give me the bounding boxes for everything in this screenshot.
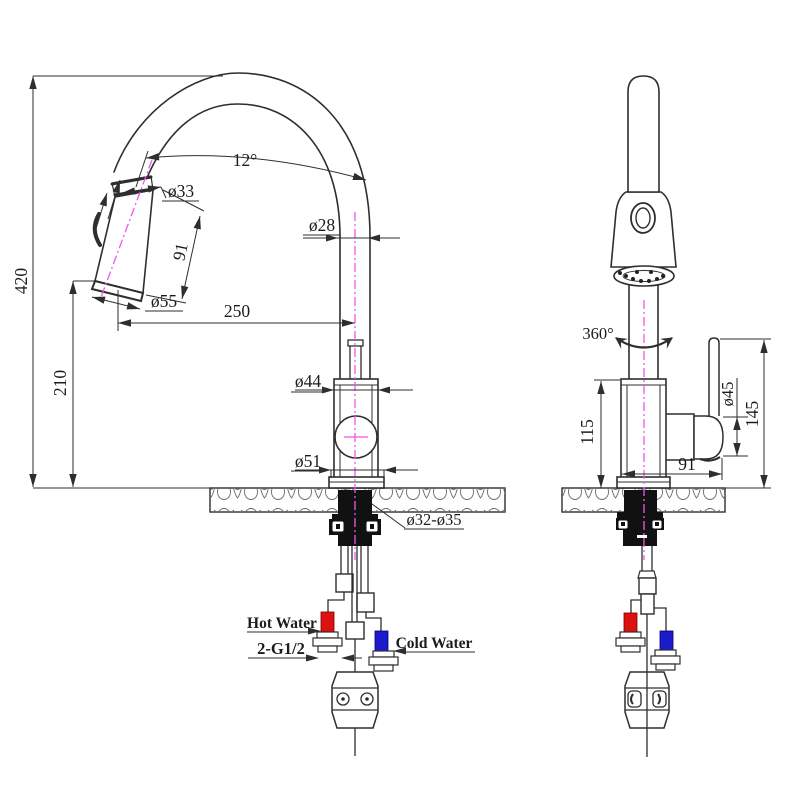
dim-handle-dia: ø45 (718, 382, 737, 407)
spray-lever (92, 212, 102, 247)
spray-head-centerline (99, 159, 153, 301)
handle-lever (708, 337, 720, 416)
swivel-arrows (615, 337, 673, 349)
dim-body-base-dia: ø51 (295, 451, 321, 471)
spray-mode-button (630, 202, 656, 234)
countertop-front-view (33, 487, 506, 513)
dim-spray-head-angle: 12° (233, 150, 258, 170)
hose-counterweight-side (624, 671, 670, 757)
dim-mount-hole-dia: ø32-ø35 (407, 510, 462, 529)
dim-spout-reach: 250 (224, 301, 251, 321)
supply-hoses (312, 546, 399, 672)
spray-nozzle-face (613, 265, 675, 287)
side-view: 360° 115 145 ø45 91 (577, 75, 771, 757)
dim-body-height: 115 (577, 419, 597, 445)
pull-direction-arrows (94, 179, 121, 233)
neck-tube (628, 284, 659, 380)
dim-handle-top-height: 145 (742, 401, 762, 428)
dim-spray-head-length: 91 (169, 241, 192, 262)
handle-base (693, 415, 724, 460)
countertop-side-view (561, 487, 771, 513)
dim-spout-tube-dia: ø28 (309, 215, 336, 235)
hot-water-label: Hot Water (247, 615, 317, 632)
dim-body-top-dia: ø44 (295, 371, 322, 391)
dim-head-top-dia: ø33 (168, 181, 195, 201)
cold-water-label: Cold Water (396, 635, 473, 652)
front-view-dimensions: 420 210 250 12° ø33 91 ø55 (11, 75, 475, 662)
front-view: 420 210 250 12° ø33 91 ø55 (11, 72, 475, 756)
spray-head (90, 159, 155, 303)
hot-water-connector-side (623, 612, 638, 633)
dim-total-height: 420 (11, 268, 31, 295)
supply-hoses-side (615, 546, 681, 672)
hot-water-connector (320, 611, 335, 633)
faucet-body (328, 378, 385, 489)
hose-counterweight (331, 671, 379, 756)
dim-swivel-angle: 360° (582, 324, 613, 343)
side-view-dimensions: 360° 115 145 ø45 91 (577, 324, 771, 488)
dim-head-face-dia: ø55 (151, 291, 178, 311)
mounting-hardware-side (616, 490, 664, 546)
cold-water-connector (374, 630, 389, 652)
wand-tube (627, 75, 660, 193)
thread-spec-label: 2-G1/2 (257, 639, 305, 658)
dim-handle-reach: 91 (678, 454, 696, 474)
spray-head-side (610, 191, 677, 287)
dim-counter-to-spray: 210 (50, 370, 70, 397)
spray-nozzle-holes (618, 270, 665, 283)
cold-water-connector-side (659, 630, 674, 651)
